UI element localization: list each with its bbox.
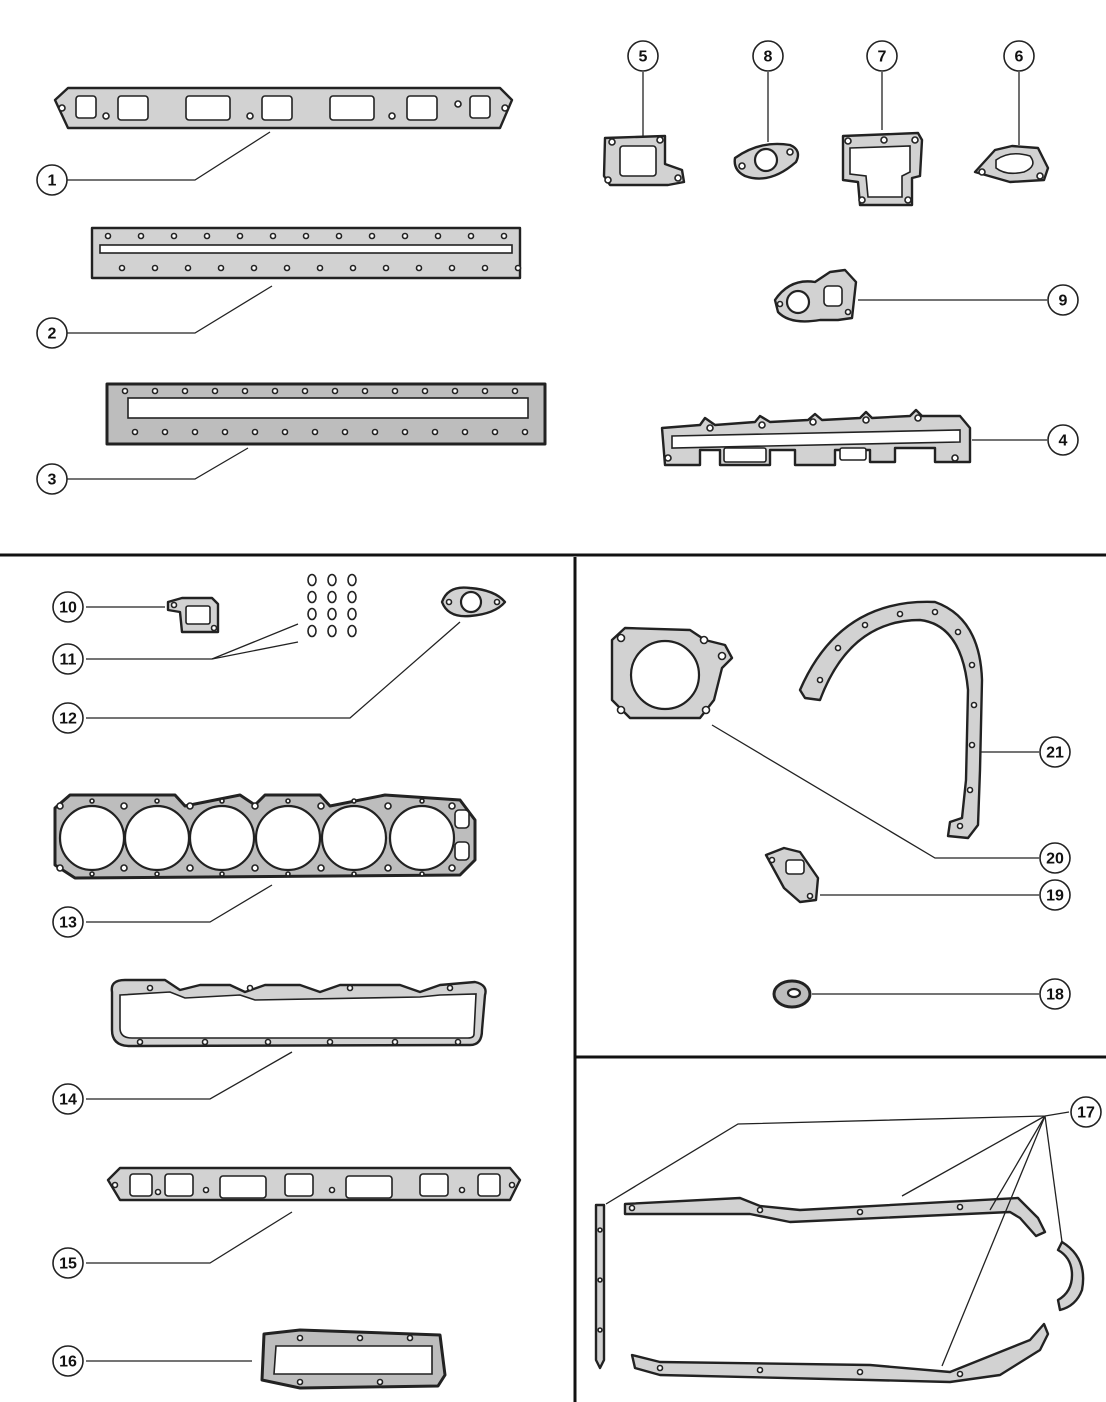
callout-label: 5 bbox=[639, 49, 648, 66]
callout-label: 2 bbox=[48, 326, 57, 343]
callout-label: 11 bbox=[60, 652, 77, 669]
callout-label: 16 bbox=[59, 1354, 77, 1371]
callout-7: 7 bbox=[866, 40, 898, 72]
gasket-3-frame bbox=[105, 382, 547, 446]
seal-18 bbox=[772, 979, 812, 1009]
gasket-16-rect-frame bbox=[260, 1328, 447, 1390]
gasket-21-timing-cover bbox=[798, 600, 984, 840]
callout-label: 10 bbox=[59, 600, 77, 617]
callout-15: 15 bbox=[52, 1247, 84, 1279]
gasket-4-intake bbox=[660, 408, 972, 467]
callout-19: 19 bbox=[1039, 879, 1071, 911]
gasket-13-cylinder-head bbox=[53, 793, 477, 880]
callout-8: 8 bbox=[752, 40, 784, 72]
callout-4: 4 bbox=[1047, 424, 1079, 456]
gasket-17-oil-pan-set bbox=[594, 1196, 1085, 1384]
callout-label: 17 bbox=[1077, 1105, 1095, 1122]
gasket-5-housing bbox=[602, 134, 686, 187]
callout-20: 20 bbox=[1039, 842, 1071, 874]
gasket-10-small-flange bbox=[166, 596, 220, 634]
callout-label: 1 bbox=[48, 173, 57, 190]
callout-label: 4 bbox=[1059, 433, 1068, 450]
callout-16: 16 bbox=[52, 1345, 84, 1377]
callout-label: 9 bbox=[1059, 293, 1068, 310]
callout-label: 7 bbox=[878, 49, 887, 66]
callout-13: 13 bbox=[52, 906, 84, 938]
gasket-8-oval-flange bbox=[733, 142, 800, 180]
callout-label: 14 bbox=[59, 1092, 77, 1109]
callout-9: 9 bbox=[1047, 284, 1079, 316]
gasket-14-valve-cover bbox=[110, 978, 487, 1048]
gasket-12-round-flange bbox=[440, 586, 507, 618]
callout-14: 14 bbox=[52, 1083, 84, 1115]
callout-label: 3 bbox=[48, 472, 57, 489]
callout-label: 18 bbox=[1046, 987, 1064, 1004]
gasket-6-thermostat bbox=[973, 144, 1050, 184]
callout-3: 3 bbox=[36, 463, 68, 495]
callout-12: 12 bbox=[52, 702, 84, 734]
callout-label: 15 bbox=[59, 1256, 77, 1273]
gasket-19-small-plate bbox=[764, 846, 820, 904]
callout-2: 2 bbox=[36, 317, 68, 349]
callout-11: 11 bbox=[52, 643, 84, 675]
callout-label: 21 bbox=[1046, 745, 1064, 762]
gasket-2-pan-rail bbox=[90, 226, 522, 280]
gasket-20-water-pump bbox=[610, 626, 734, 720]
callout-label: 12 bbox=[59, 711, 77, 728]
callout-label: 13 bbox=[59, 915, 77, 932]
gasket-15-manifold bbox=[106, 1166, 522, 1202]
gasket-9-pump bbox=[773, 268, 858, 323]
callout-1: 1 bbox=[36, 164, 68, 196]
callout-5: 5 bbox=[627, 40, 659, 72]
callout-21: 21 bbox=[1039, 736, 1071, 768]
leader-lines bbox=[67, 72, 1070, 1367]
callout-6: 6 bbox=[1003, 40, 1035, 72]
callout-label: 6 bbox=[1015, 49, 1024, 66]
o-rings-11 bbox=[307, 573, 357, 638]
gasket-1-manifold bbox=[53, 86, 514, 130]
callout-18: 18 bbox=[1039, 978, 1071, 1010]
callout-17: 17 bbox=[1070, 1096, 1102, 1128]
gasket-7-cover bbox=[841, 131, 924, 207]
callout-10: 10 bbox=[52, 591, 84, 623]
callout-label: 19 bbox=[1046, 888, 1064, 905]
callout-label: 20 bbox=[1046, 851, 1064, 868]
callout-label: 8 bbox=[764, 49, 773, 66]
